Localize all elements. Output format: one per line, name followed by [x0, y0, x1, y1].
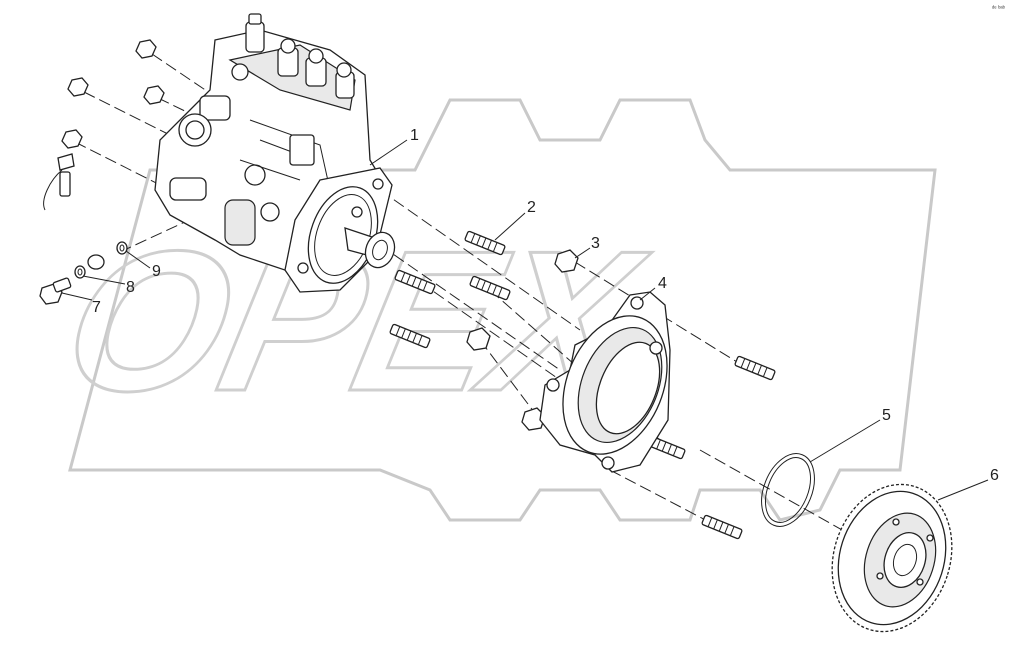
callout-9: 9 [152, 263, 161, 280]
pump-nuts [61, 39, 165, 149]
callout-3: 3 [591, 235, 600, 252]
banjo-bolt [39, 277, 72, 305]
sealing-washer-8 [74, 265, 86, 279]
adapter-housing [539, 291, 671, 473]
studs [389, 230, 776, 540]
leader-lines [61, 139, 989, 501]
injection-pump [154, 13, 396, 293]
callout-5: 5 [882, 407, 891, 424]
callout-7: 7 [92, 299, 101, 316]
callout-8: 8 [126, 279, 135, 296]
callout-6: 6 [990, 467, 999, 484]
drive-gear [831, 483, 953, 633]
sealing-washer-9 [116, 241, 128, 255]
corner-mark: ᵈᵉ ᵇᵃᵇ [992, 5, 1006, 12]
o-ring [761, 453, 815, 527]
hex-nuts [466, 249, 579, 431]
callout-2: 2 [527, 199, 536, 216]
fuel-pipe [43, 153, 105, 270]
callout-4: 4 [658, 275, 667, 292]
callout-1: 1 [410, 127, 419, 144]
callouts: 1 2 3 4 5 6 7 8 9 [92, 127, 999, 484]
